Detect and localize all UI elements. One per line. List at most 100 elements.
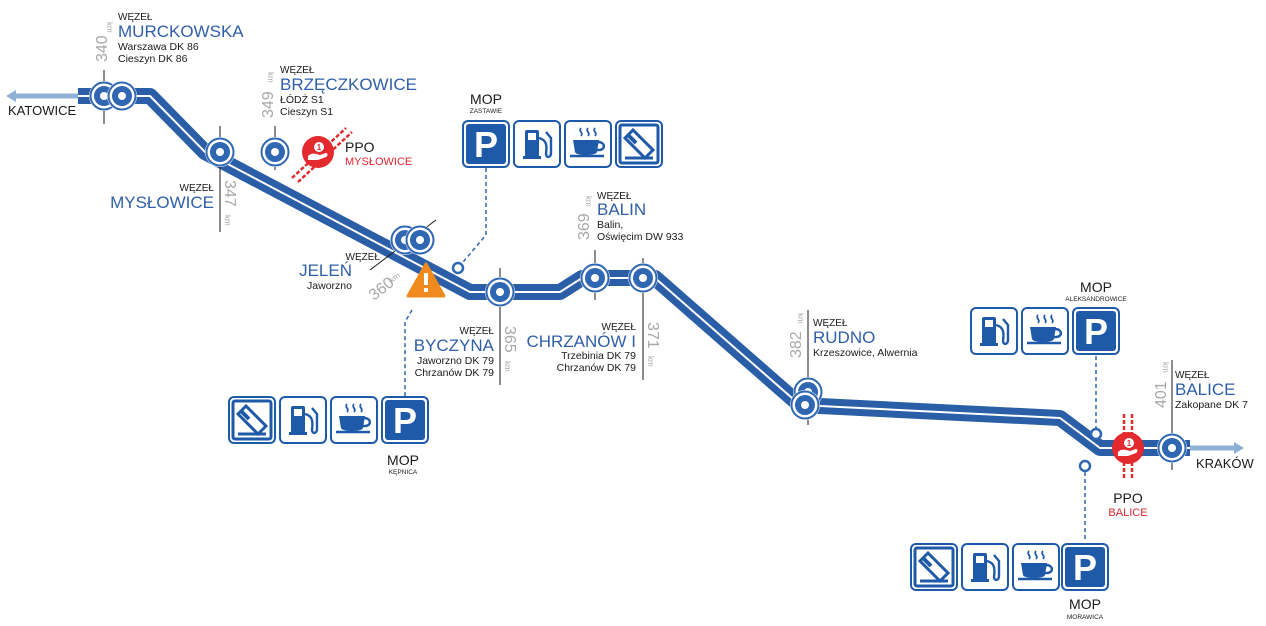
junction-word: WĘZEŁ	[602, 322, 637, 333]
km-unit: km	[266, 72, 275, 83]
km-label: 401	[1153, 381, 1170, 408]
junction-name: MURCKOWSKA	[118, 22, 244, 41]
parking-icon	[462, 120, 510, 168]
rest-area-connectors	[404, 168, 1103, 540]
junction-name: CHRZANÓW I	[526, 332, 636, 351]
junction-road: Jaworzno DK 79	[417, 355, 494, 367]
junction-road: ŁÓDŹ S1	[280, 93, 324, 106]
km-unit: km	[796, 313, 805, 324]
rest-area-label-morawica: MOP MORAWICA	[1067, 596, 1104, 621]
junction-road: Jaworzno	[307, 280, 352, 292]
cafe-icon	[1011, 542, 1061, 592]
junction-word: WĘZEŁ	[180, 183, 215, 194]
junction-node-myslowice	[204, 126, 236, 232]
junction-label-byczyna: WĘZEŁ BYCZYNA Jaworzno DK 79 Chrzanów DK…	[414, 326, 518, 379]
km-unit: km	[105, 22, 114, 33]
km-label: 365	[501, 326, 518, 353]
junction-label-brzeczkowice: 349 km WĘZEŁ BRZĘCZKOWICE ŁÓDŹ S1 Cieszy…	[260, 65, 417, 118]
km-label: 349	[260, 91, 277, 118]
junction-node-rudno	[789, 310, 824, 425]
rest-area-label: MOP	[387, 452, 419, 468]
rest-area-zastawie-signs	[462, 119, 664, 169]
junction-road: Oświęcim DW 933	[597, 231, 684, 243]
parking-icon	[1061, 543, 1109, 591]
junction-label-murckowska: 340 km WĘZEŁ MURCKOWSKA Warszawa DK 86 C…	[94, 12, 244, 65]
junction-name: JELEŃ	[299, 261, 352, 280]
km-unit: km	[584, 196, 593, 207]
junction-road: Krzeszowice, Alwernia	[813, 347, 918, 359]
fuel-icon	[278, 395, 328, 445]
junction-label-balin: 369 km WĘZEŁ BALIN Balin, Oświęcim DW 93…	[576, 191, 684, 243]
km-label: 340	[94, 35, 111, 62]
toll-name: MYSŁOWICE	[345, 156, 412, 168]
junction-road: Balin,	[597, 219, 623, 231]
parking-icon	[381, 396, 429, 444]
junction-name: BALICE	[1175, 380, 1235, 399]
km-unit: km	[503, 361, 512, 372]
fuel-icon	[960, 542, 1010, 592]
cafe-icon	[563, 119, 613, 169]
hotel-icon	[227, 395, 277, 445]
km-label: 371	[644, 322, 661, 349]
junction-word: WĘZEŁ	[346, 252, 381, 263]
junction-road: Trzebinia DK 79	[561, 350, 636, 362]
junction-road: Chrzanów DK 79	[415, 367, 495, 379]
junction-node-chrzanow	[627, 258, 659, 380]
toll-label-myslowice: PPO MYSŁOWICE	[345, 139, 412, 168]
km-unit: km	[646, 356, 655, 367]
junction-name: MYSŁOWICE	[110, 193, 214, 212]
toll-name: BALICE	[1108, 507, 1147, 519]
junction-road: Cieszyn DK 86	[118, 53, 188, 65]
junction-name: BYCZYNA	[414, 336, 495, 355]
rest-area-label-kepnica: MOP KĘPNICA	[387, 452, 419, 476]
junction-word: WĘZEŁ	[813, 318, 848, 329]
toll-plaza-balice	[1112, 414, 1144, 478]
rest-area-name: MORAWICA	[1067, 614, 1104, 621]
junction-road: Warszawa DK 86	[118, 41, 199, 53]
junction-label-balice: 401 km WĘZEŁ BALICE Zakopane DK 7	[1153, 362, 1248, 411]
arrow-west	[6, 90, 80, 102]
km-label: 347	[221, 180, 238, 207]
junction-label-myslowice: WĘZEŁ MYSŁOWICE 347 km	[110, 180, 238, 226]
junction-road: Cieszyn S1	[280, 106, 333, 118]
rest-area-label: MOP	[1069, 596, 1101, 612]
hotel-icon	[614, 119, 664, 169]
rest-area-name: ZASTAWIE	[470, 108, 503, 115]
fuel-icon	[969, 306, 1019, 356]
km-unit: km	[223, 215, 232, 226]
toll-plaza-myslowice	[291, 127, 353, 183]
rest-area-label-zastawie: MOP ZASTAWIE	[470, 91, 503, 115]
junction-road: Zakopane DK 7	[1175, 399, 1248, 411]
cafe-icon	[1020, 306, 1070, 356]
toll-label-balice: PPO BALICE	[1108, 490, 1147, 519]
hotel-icon	[909, 542, 959, 592]
junction-name: BALIN	[597, 200, 646, 219]
junction-word: WĘZEŁ	[1175, 370, 1210, 381]
direction-east: KRAKÓW	[1196, 456, 1255, 471]
junction-label-chrzanow: WĘZEŁ CHRZANÓW I Trzebinia DK 79 Chrzanó…	[526, 322, 661, 374]
junction-node-murckowska	[88, 70, 138, 124]
junction-node-brzeczkowice	[259, 126, 291, 170]
rest-area-label: MOP	[1080, 279, 1112, 295]
junction-road: Chrzanów DK 79	[557, 362, 637, 374]
rest-area-label-aleksandrowice: MOP ALEKSANDROWICE	[1065, 279, 1127, 303]
junction-label-jelen: WĘZEŁ JELEŃ Jaworzno 360 km	[299, 252, 402, 304]
junction-word: WĘZEŁ	[280, 65, 315, 76]
junction-node-jelen	[369, 219, 437, 271]
toll-label: PPO	[345, 139, 375, 155]
rest-area-kepnica-signs	[227, 395, 429, 445]
junction-word: WĘZEŁ	[460, 326, 495, 337]
junction-word: WĘZEŁ	[597, 191, 632, 202]
junction-node-byczyna	[484, 268, 516, 385]
junction-node-balin	[579, 250, 611, 300]
rest-area-morawica-signs	[909, 542, 1109, 592]
junction-word: WĘZEŁ	[118, 12, 153, 23]
fuel-icon	[512, 119, 562, 169]
km-label: 382	[788, 331, 805, 358]
parking-icon	[1072, 307, 1120, 355]
junction-label-rudno: 382 km WĘZEŁ RUDNO Krzeszowice, Alwernia	[788, 313, 918, 359]
junction-node-balice	[1156, 360, 1188, 470]
rest-area-aleksandrowice-signs	[969, 306, 1120, 356]
km-unit: km	[1161, 362, 1170, 373]
